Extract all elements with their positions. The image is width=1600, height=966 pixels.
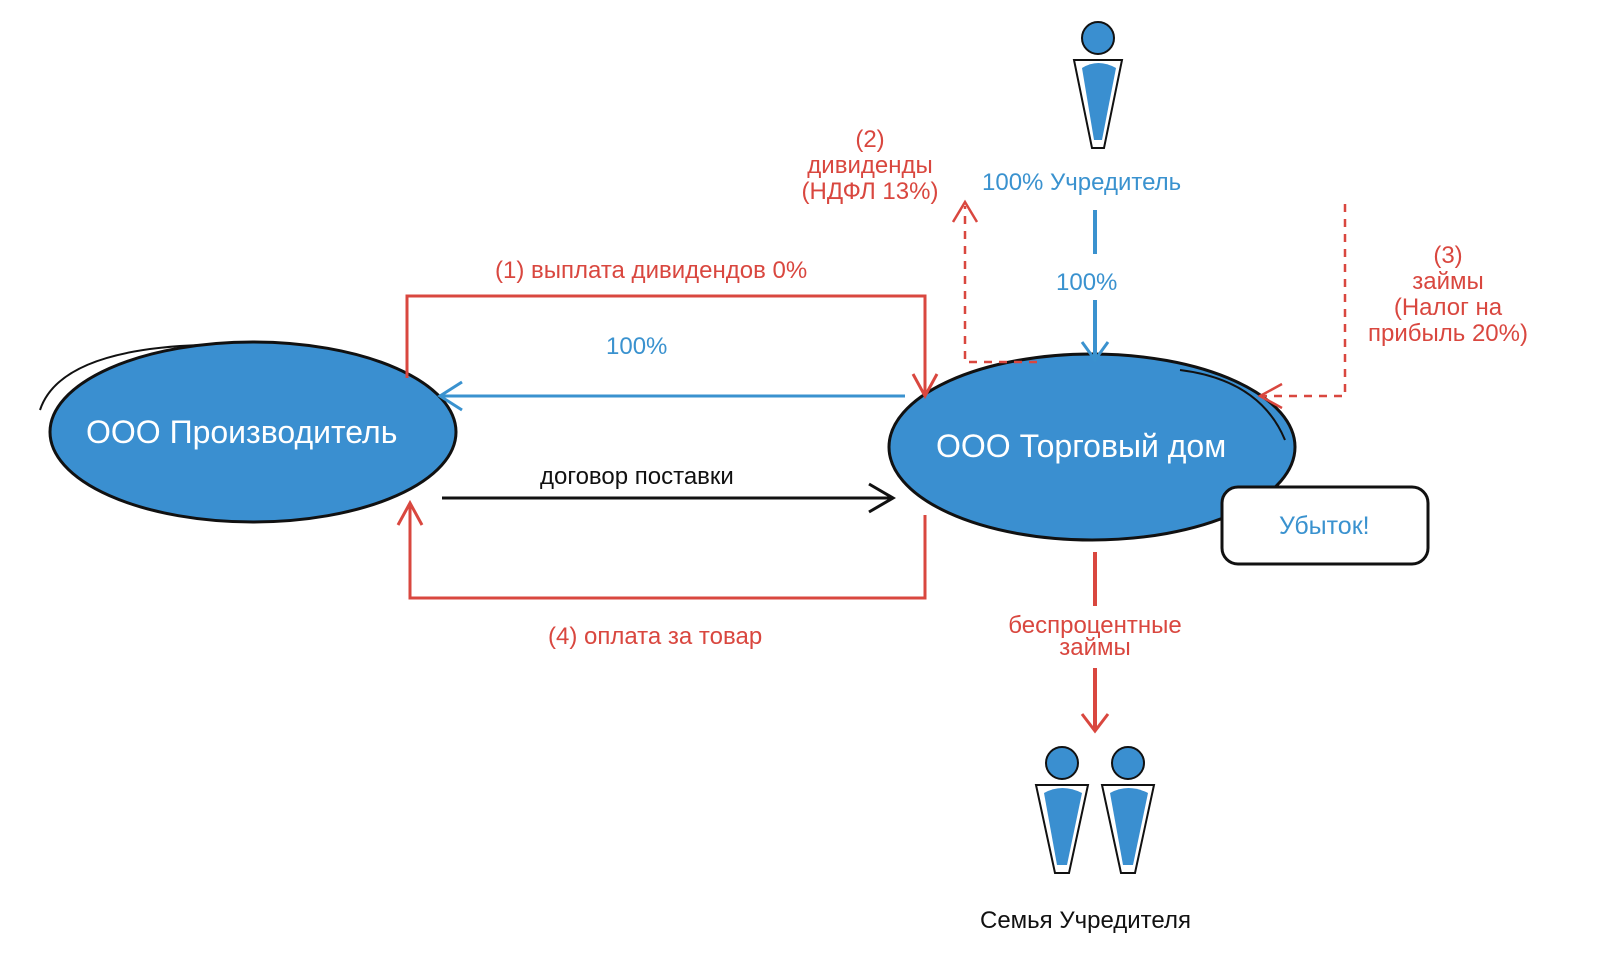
interest-free-loans-line-2: займы [1059, 634, 1131, 661]
payment-goods-label: (4) оплата за товар [548, 623, 763, 650]
trading-house-node-label: ООО Торговый дом [936, 428, 1227, 464]
producer-node-sketch-line [39, 344, 201, 411]
dividends-ndfl-arrowhead [951, 199, 979, 223]
dividends-0-label: (1) выплата дивидендов 0% [495, 257, 808, 284]
founder-share-label: 100% [1056, 269, 1118, 296]
loans-tax-line-3: (Налог на [1393, 294, 1503, 321]
payment-arrow [408, 503, 927, 600]
loans-tax-line-4: прибыль 20%) [1368, 320, 1528, 347]
family-member-1-icon [1034, 746, 1090, 874]
dividends-ndfl-label: (2) дивиденды (НДФЛ 13%) [790, 127, 950, 205]
interest-free-loans-line-1: беспроцентные [1008, 612, 1182, 639]
founder-person-icon [1072, 21, 1124, 149]
producer-node-label: ООО Производитель [86, 414, 398, 450]
dividends-0-arrowhead [911, 373, 939, 400]
loans-tax-line-2: займы [1412, 268, 1484, 295]
dividends-ndfl-line-2: дивиденды [807, 152, 933, 179]
loans-arrow [1263, 204, 1347, 398]
producer-node[interactable] [48, 340, 458, 524]
founder-label: 100% Учредитель [982, 169, 1182, 196]
interest-free-loans-label: беспроцентные займы [995, 612, 1195, 661]
dividends-ndfl-line-1: (2) [855, 126, 885, 153]
payment-arrowhead [396, 499, 424, 526]
interest-free-loans-arrowhead [1080, 713, 1110, 734]
loans-arrowhead [1257, 382, 1283, 410]
dividends-ndfl-arrow [963, 206, 1037, 364]
loans-tax-line-1: (3) [1433, 242, 1463, 269]
family-member-2-icon [1100, 746, 1156, 874]
supply-contract-arrowhead [868, 482, 896, 514]
family-label: Семья Учредителя [980, 907, 1191, 934]
loss-box[interactable] [1220, 485, 1430, 566]
supply-contract-label: договор поставки [540, 463, 734, 490]
founder-share-arrowhead [1080, 341, 1110, 363]
loss-box-label: Убыток! [1279, 512, 1370, 540]
ownership-label: 100% [606, 333, 668, 360]
trading-house-node-sketch-line [1179, 369, 1286, 441]
dividends-ndfl-line-3: (НДФЛ 13%) [801, 178, 939, 205]
ownership-arrowhead [437, 380, 463, 412]
dividends-0-arrow [405, 294, 927, 396]
loans-tax-label: (3) займы (Налог на прибыль 20%) [1358, 243, 1538, 347]
